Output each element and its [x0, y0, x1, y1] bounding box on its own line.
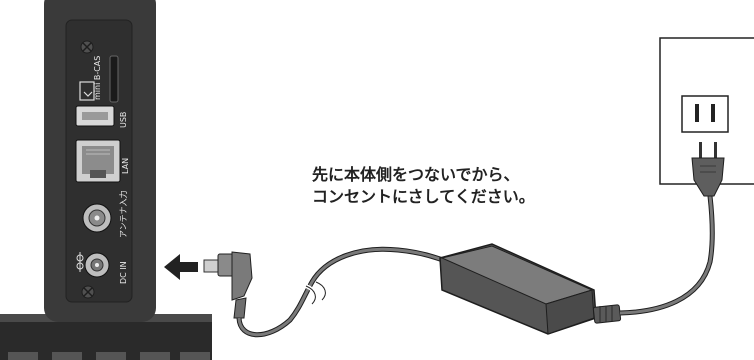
screw-icon [80, 40, 94, 54]
outlet-socket [681, 95, 729, 133]
dc-plug [203, 251, 253, 319]
dc-cable [236, 246, 449, 338]
usb-label: USB [119, 112, 128, 128]
lan-label: LAN [121, 158, 130, 174]
card-icon [79, 81, 95, 101]
ac-cable [619, 195, 715, 316]
antenna-label: アンテナ入力 [118, 190, 128, 238]
device-unit: mini B-CAS USB LAN アンテナ入力 [0, 0, 212, 360]
power-plug [691, 142, 725, 197]
mini-bcas-slot[interactable] [109, 55, 119, 103]
antenna-port[interactable] [82, 203, 112, 233]
instruction-text: 先に本体側をつないでから、 コンセントにさしてください。 [312, 164, 612, 208]
dc-in-label: DC IN [119, 261, 128, 284]
instruction-line-2: コンセントにさしてください。 [312, 187, 535, 206]
screw-icon [81, 285, 95, 299]
instruction-line-1: 先に本体側をつないでから、 [312, 165, 520, 184]
ac-adapter [439, 243, 622, 335]
dc-in-jack[interactable] [84, 252, 110, 278]
lan-port[interactable] [75, 139, 121, 183]
insert-direction-arrow-icon [164, 254, 198, 280]
card-slot-label: mini B-CAS [93, 56, 102, 100]
polarity-icon [76, 252, 84, 272]
